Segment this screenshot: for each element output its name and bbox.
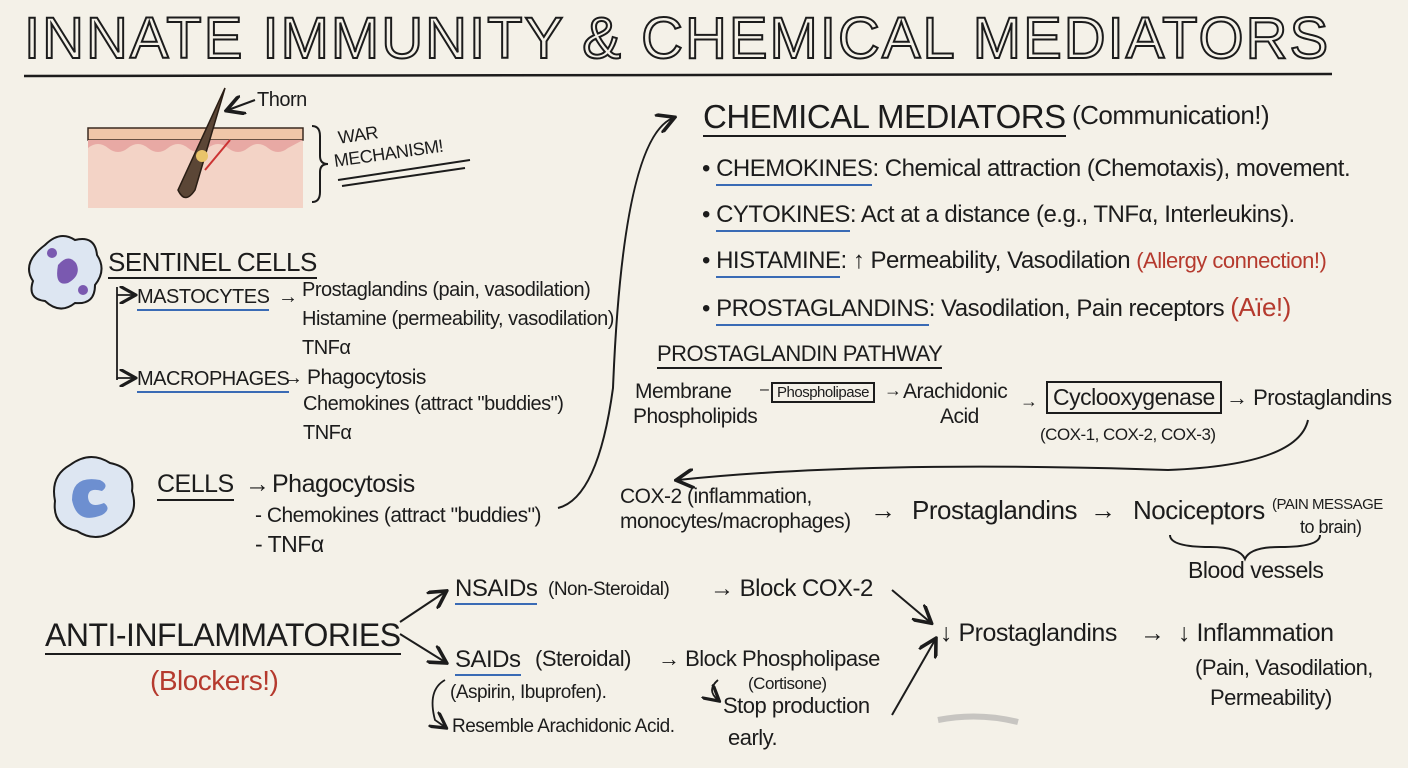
cells-item: - Chemokines (attract "buddies") — [255, 504, 542, 527]
cox-types: (COX-1, COX-2, COX-3) — [1040, 425, 1216, 444]
arrow: → — [245, 470, 270, 498]
cyclooxygenase-box: Cyclooxygenase — [1046, 381, 1222, 414]
mediator-bullet: • CHEMOKINES: Chemical attraction (Chemo… — [702, 155, 1351, 186]
nsaids-note: Resemble Arachidonic Acid. — [452, 716, 675, 737]
mediator-bullet: • PROSTAGLANDINS: Vasodilation, Pain rec… — [702, 292, 1291, 326]
result-detail-2: Permeability) — [1210, 685, 1332, 710]
nsaids-action: → Block COX-2 — [710, 575, 873, 602]
phospholipase-box: Phospholipase — [771, 382, 875, 403]
saids-note: Stop production — [723, 693, 870, 718]
mastocytes-label: MASTOCYTES — [137, 287, 270, 311]
saids-action: → Block Phospholipase — [658, 646, 880, 671]
membrane-label: Membrane — [635, 380, 732, 403]
mediator-desc: : ↑ Permeability, Vasodilation — [840, 247, 1137, 274]
arrow: → — [1090, 495, 1116, 525]
mediator-desc: : Vasodilation, Pain receptors — [928, 295, 1231, 322]
title-underline — [23, 72, 1333, 78]
nsaids-label: NSAIDs — [455, 577, 538, 605]
monocyte-cell-icon — [53, 456, 136, 538]
result-prostaglandins: ↓ Prostaglandins — [940, 619, 1117, 647]
brace — [311, 125, 329, 203]
result-inflammation: ↓ Inflammation — [1178, 619, 1334, 647]
saids-label: SAIDs — [455, 648, 521, 676]
arrow: → — [278, 286, 298, 308]
mediator-term: CYTOKINES — [716, 201, 850, 232]
mediator-note: (Aïe!) — [1230, 292, 1291, 322]
mediator-desc: : Chemical attraction (Chemotaxis), move… — [872, 155, 1351, 182]
mediator-term: CHEMOKINES — [716, 155, 873, 186]
mastocytes-item: Histamine (permeability, vasodilation) — [302, 308, 614, 330]
acid-label: Acid — [940, 405, 979, 428]
arrow: → — [1020, 391, 1038, 411]
mediator-bullet: • CYTOKINES: Act at a distance (e.g., TN… — [702, 201, 1295, 232]
arachidonic-label: Arachidonic — [903, 380, 1008, 403]
arrow: – — [760, 381, 769, 398]
macrophages-item: Phagocytosis — [307, 366, 426, 389]
macrophages-item: Chemokines (attract "buddies") — [303, 393, 564, 415]
nsaids-examples: (Aspirin, Ibuprofen). — [450, 682, 607, 703]
prostaglandins-label: → Prostaglandins — [1226, 385, 1392, 410]
mediator-bullet: • HISTAMINE: ↑ Permeability, Vasodilatio… — [702, 247, 1327, 278]
pain-message-label: (PAIN MESSAGE — [1272, 496, 1383, 513]
mediator-term: HISTAMINE — [716, 247, 841, 278]
mediator-term: PROSTAGLANDINS — [716, 295, 929, 326]
nociceptors-label: Nociceptors — [1133, 495, 1265, 525]
page-title: INNATE IMMUNITY & CHEMICAL MEDIATORS — [23, 6, 1331, 71]
cox2-label: COX-2 (inflammation, — [620, 485, 812, 508]
saids-type: (Steroidal) — [535, 646, 631, 671]
saids-example: (Cortisone) — [748, 674, 827, 693]
blood-vessels-brace — [1169, 534, 1321, 562]
cells-label: CELLS — [157, 472, 234, 501]
cells-item: - TNFα — [255, 531, 324, 557]
pathway-heading: PROSTAGLANDIN PATHWAY — [657, 343, 943, 369]
sentinel-cell-icon — [28, 235, 103, 310]
nsaids-type: (Non-Steroidal) — [548, 579, 670, 600]
arrow: → — [1140, 619, 1165, 647]
mediator-note: (Allergy connection!) — [1136, 248, 1327, 273]
arrow: → — [283, 367, 303, 389]
mediator-desc: : Act at a distance (e.g., TNFα, Interle… — [849, 201, 1295, 228]
communication-subtitle: (Communication!) — [1072, 100, 1270, 130]
macrophages-label: MACROPHAGES — [137, 369, 290, 393]
saids-note-2: early. — [728, 725, 778, 750]
thorn-skin-illustration — [87, 87, 304, 208]
macrophages-item: TNFα — [303, 422, 352, 444]
blood-vessels-label: Blood vessels — [1188, 557, 1324, 583]
arrow: → — [884, 380, 902, 400]
phospholipids-label: Phospholipids — [633, 405, 758, 428]
anti-inflammatories-heading: ANTI-INFLAMMATORIES — [45, 617, 401, 655]
mastocytes-item: TNFα — [302, 337, 351, 359]
cox2-detail: monocytes/macrophages) — [620, 510, 851, 533]
result-detail: (Pain, Vasodilation, — [1195, 655, 1373, 680]
cells-item: Phagocytosis — [272, 470, 415, 498]
prostaglandins-label-2: Prostaglandins — [912, 495, 1078, 525]
blockers-label: (Blockers!) — [150, 665, 279, 696]
thorn-label: Thorn — [257, 89, 307, 111]
pain-message-label-2: to brain) — [1300, 517, 1362, 537]
arrow: → — [870, 495, 896, 525]
chemical-mediators-heading: CHEMICAL MEDIATORS — [703, 98, 1066, 137]
sentinel-cells-heading: SENTINEL CELLS — [108, 247, 317, 279]
mastocytes-item: Prostaglandins (pain, vasodilation) — [302, 279, 591, 301]
